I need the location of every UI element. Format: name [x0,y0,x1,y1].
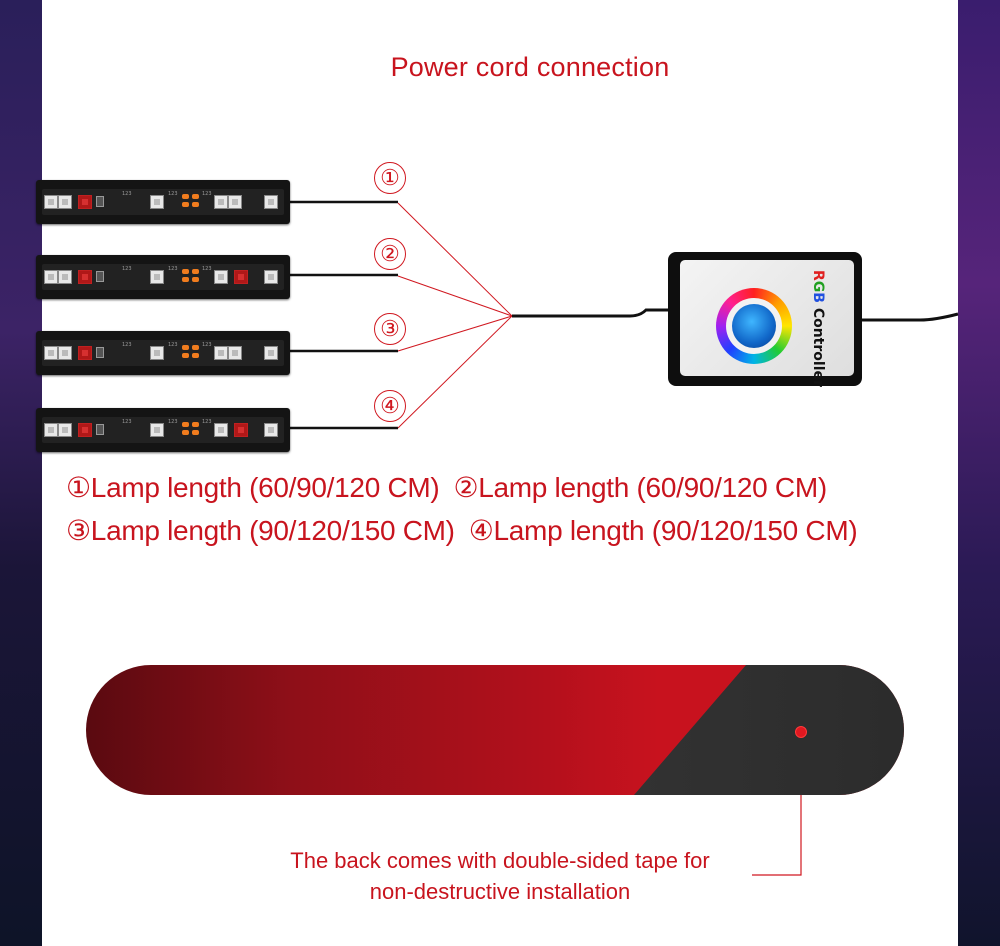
strip-marking: 123 [168,266,178,272]
controller-face: RGB Controller [680,260,854,387]
led-chip [228,195,242,209]
connector-number-2: ② [374,238,406,270]
strip-marking: 123 [202,419,212,425]
lamp-length-4: ④Lamp length (90/120/150 CM) [468,515,858,546]
led-chip [150,195,164,209]
strip-marking: 123 [122,419,132,425]
led-chip [264,195,278,209]
strip-back-illustration [86,665,904,795]
resistor [182,345,189,350]
resistor [192,345,199,350]
led-chip [78,195,92,209]
resistor [192,277,199,282]
left-background-edge [0,0,42,946]
resistor-chip [96,424,104,435]
lamp-length-1: ①Lamp length (60/90/120 CM) [66,472,440,503]
strip-marking: 123 [202,342,212,348]
strip-marking: 123 [168,191,178,197]
resistor [182,430,189,435]
lamp-length-row-2: ③Lamp length (90/120/150 CM) ④Lamp length… [66,514,871,547]
led-chip [150,346,164,360]
strip-marking: 123 [122,266,132,272]
resistor-chip [96,347,104,358]
connection-fan-lines [397,202,513,429]
lamp-length-3: ③Lamp length (90/120/150 CM) [66,515,455,546]
tape-note-line-2: non-destructive installation [369,879,631,904]
led-chip [58,346,72,360]
controller-output-cable [862,312,959,322]
connector-number-3: ③ [374,313,406,345]
led-chip [234,423,248,437]
lamp-length-row-1: ①Lamp length (60/90/120 CM) ②Lamp length … [66,471,841,504]
connector-number-4: ④ [374,390,406,422]
led-strip-3: 123 123 123 [36,331,290,375]
strip-marking: 123 [202,191,212,197]
resistor-chip [96,271,104,282]
color-wheel-icon [716,288,792,364]
resistor [192,422,199,427]
resistor [182,277,189,282]
rgb-controller: RGB Controller [668,252,862,387]
led-strip-1: 123 123 123 [36,180,290,224]
connector-number-1: ① [374,162,406,194]
led-chip [44,346,58,360]
led-chip [264,346,278,360]
resistor [182,269,189,274]
led-chip [78,423,92,437]
tape-pointer-dot [795,726,807,738]
led-chip [150,270,164,284]
led-chip [214,270,228,284]
led-chip [264,270,278,284]
strip-marking: 123 [168,342,178,348]
led-strip-2: 123 123 123 [36,255,290,299]
led-chip [228,346,242,360]
led-chip [214,346,228,360]
controller-label: RGB Controller [810,270,826,387]
resistor [192,194,199,199]
led-chip [78,270,92,284]
led-chip [264,423,278,437]
led-chip [234,270,248,284]
strip-marking: 123 [202,266,212,272]
led-chip [58,195,72,209]
led-chip [58,270,72,284]
led-chip [44,423,58,437]
resistor [192,430,199,435]
led-chip [150,423,164,437]
tape-note: The back comes with double-sided tape fo… [250,845,750,907]
resistor [182,353,189,358]
resistor [182,194,189,199]
led-chip [214,195,228,209]
resistor [192,202,199,207]
lamp-length-2: ②Lamp length (60/90/120 CM) [453,472,827,503]
led-chip [44,195,58,209]
resistor [182,422,189,427]
resistor [182,202,189,207]
led-chip [44,270,58,284]
resistor [192,353,199,358]
tape-note-line-1: The back comes with double-sided tape fo… [290,848,710,873]
resistor [192,269,199,274]
led-chip [58,423,72,437]
resistor-chip [96,196,104,207]
double-sided-tape [634,665,904,795]
page-title: Power cord connection [390,52,670,82]
led-strip-4: 123 123 123 [36,408,290,452]
strip-marking: 123 [168,419,178,425]
led-chip [78,346,92,360]
trunk-cable [512,308,668,318]
strip-marking: 123 [122,191,132,197]
strip-marking: 123 [122,342,132,348]
right-background-edge [958,0,1000,946]
led-chip [214,423,228,437]
